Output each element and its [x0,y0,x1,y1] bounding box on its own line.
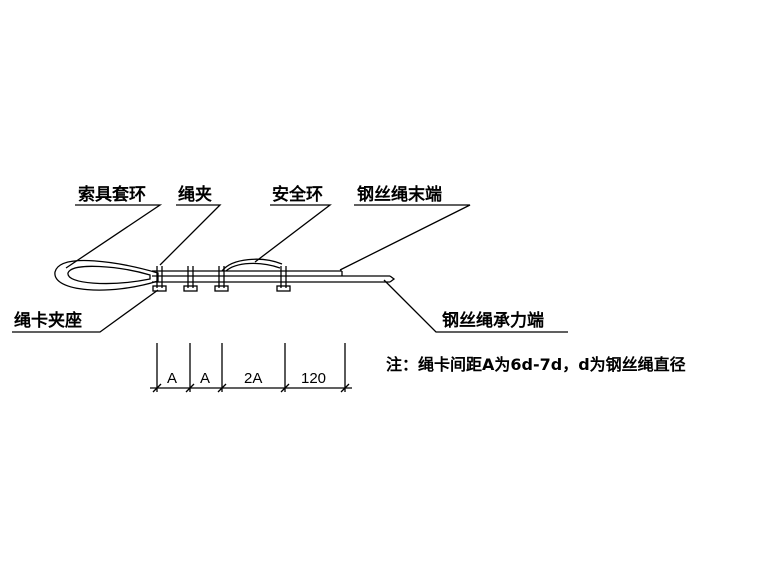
clip-2 [183,266,198,292]
leader-clip-saddle [12,289,159,333]
leader-load-end [383,279,568,333]
safety-loop-inner [225,262,281,272]
label-rope-tail-end: 钢丝绳末端 [357,184,442,205]
safety-loop [221,258,283,272]
leader-thimble [65,204,163,269]
label-clip-saddle: 绳卡夹座 [14,310,82,331]
label-clip: 绳夹 [178,184,212,205]
label-thimble: 索具套环 [78,184,146,205]
dimension-label-4: 120 [301,370,326,387]
dimension-label-1: A [167,370,177,387]
dimension-label-2: A [200,370,210,387]
label-load-end: 钢丝绳承力端 [442,310,544,331]
thimble-inner [67,265,151,285]
leader-clip [159,204,222,266]
clip-1 [152,266,167,292]
clip-3 [214,266,229,292]
rope-load-end [389,275,396,283]
dimension-label-3: 2A [244,370,262,387]
clip-4 [276,266,291,292]
leader-rope-tail [339,204,471,271]
label-safety-loop: 安全环 [272,184,323,205]
thimble-outer [54,259,159,291]
note-text: 注：绳卡间距A为6d-7d，d为钢丝绳直径 [386,355,686,374]
leader-safety-loop [254,204,332,263]
dimension-lines [150,343,352,393]
